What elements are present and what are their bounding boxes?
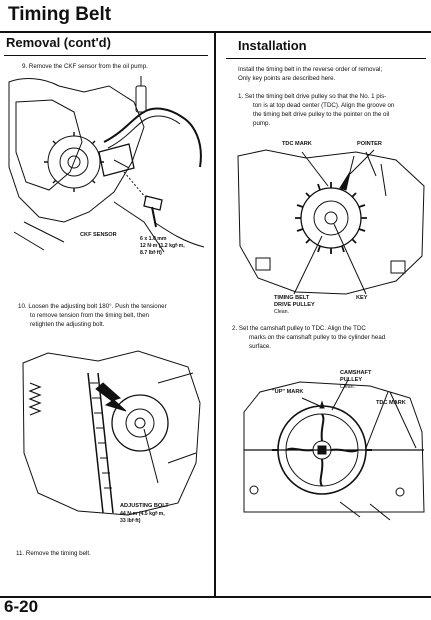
fig3-label-pointer: POINTER — [357, 141, 382, 147]
removal-step-11: 11. Remove the timing belt. — [16, 550, 91, 557]
installation-heading: Installation — [238, 38, 307, 53]
fig1-label-ckf-sensor: CKF SENSOR — [80, 232, 117, 238]
tensioner-illustration — [22, 350, 201, 516]
install-step-1-line-3: the timing belt drive pulley to the poin… — [253, 111, 390, 118]
removal-heading-rule — [4, 55, 208, 56]
footer-rule — [0, 596, 431, 598]
fig3-label-key: KEY — [356, 295, 368, 301]
fig4-label-up-mark: "UP" MARK — [272, 389, 304, 395]
fig1-bolt-size: 6 x 1.0 mm — [140, 236, 167, 242]
install-step-2-line-3: surface. — [249, 343, 272, 350]
fig4-label-tdc-mark: TDC MARK — [376, 400, 406, 406]
fig4-label-camshaft: CAMSHAFT — [340, 370, 372, 376]
installation-heading-rule — [226, 58, 426, 59]
column-divider — [214, 33, 216, 596]
fig1-torque-1: 12 N·m (1.2 kgf·m, — [140, 243, 185, 249]
install-intro-line-1: Install the timing belt in the reverse o… — [238, 66, 383, 73]
install-intro-line-2: Only key points are described here. — [238, 75, 336, 82]
fig2-label-adjusting-bolt: ADJUSTING BOLT — [120, 503, 169, 509]
fig3-label-timing-belt: TIMING BELT — [274, 295, 310, 301]
install-step-1-line-4: pump. — [253, 120, 271, 127]
fig2-torque-2: 33 lbf·ft) — [120, 518, 141, 524]
page-title: Timing Belt — [8, 4, 112, 25]
install-step-2-line-1: 2. Set the camshaft pulley to TDC. Align… — [232, 325, 366, 332]
fig2-torque-1: 44 N·m (4.5 kgf·m, — [120, 511, 165, 517]
fig4-label-pulley: PULLEY — [340, 377, 363, 383]
camshaft-pulley-illustration — [243, 379, 425, 521]
removal-step-10-line-2: to remove tension from the timing belt, … — [30, 312, 149, 319]
removal-heading: Removal (cont'd) — [6, 35, 111, 50]
title-rule — [0, 31, 431, 33]
install-step-2-line-2: marks on the camshaft pulley to the cyli… — [249, 334, 386, 341]
fig3-label-drive-pulley: DRIVE PULLEY — [274, 302, 315, 308]
page-number: 6-20 — [4, 597, 39, 616]
removal-step-10-line-1: 10. Loosen the adjusting bolt 180°. Push… — [18, 303, 167, 310]
fig1-torque-2: 8.7 lbf·ft) — [140, 250, 162, 256]
removal-step-10-line-3: retighten the adjusting bolt. — [30, 321, 105, 328]
install-step-1-line-1: 1. Set the timing belt drive pulley so t… — [238, 93, 387, 100]
removal-step-9: 9. Remove the CKF sensor from the oil pu… — [22, 63, 148, 70]
fig4-label-clean: Clean. — [340, 384, 355, 390]
ckf-sensor-illustration — [8, 76, 205, 253]
fig3-label-tdc-mark: TDC MARK — [282, 141, 312, 147]
drive-pulley-illustration — [237, 149, 425, 295]
install-step-1-line-2: ton is at top dead center (TDC). Align t… — [253, 102, 395, 109]
fig3-label-clean: Clean. — [274, 309, 289, 315]
